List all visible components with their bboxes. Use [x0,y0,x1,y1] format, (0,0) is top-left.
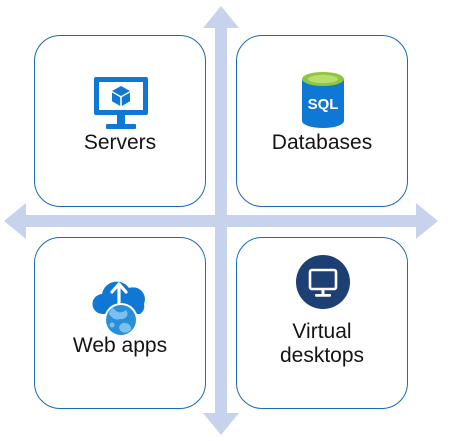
down-arrowhead [203,413,239,435]
horizontal-axis-bar [22,215,418,227]
virtual-desktops-card: Virtual desktops [236,237,408,409]
up-arrowhead [203,6,239,28]
databases-card: SQL Databases [236,35,408,207]
quadrant-label-web-apps: Web apps [72,334,168,357]
web-apps-card: Web apps [34,237,206,409]
servers-card: Servers [34,35,206,207]
sql-icon-text: SQL [308,96,339,113]
left-arrowhead [4,203,26,239]
quadrant-label-servers: Servers [83,131,157,154]
desktop-circle-icon [296,255,350,309]
cloud-globe-icon [92,281,145,337]
quadrant-label-virtual-desktops: Virtual desktops [279,320,365,367]
sql-database-icon: SQL [302,72,344,128]
quadrant-label-databases: Databases [271,131,373,154]
monitor-cube-icon [94,77,148,129]
right-arrowhead [416,203,438,239]
